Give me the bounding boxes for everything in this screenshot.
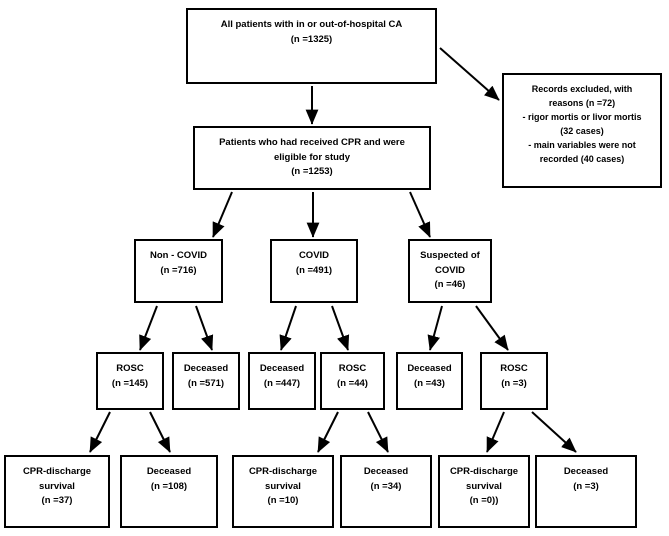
edge-rosc3-to-survival0 bbox=[486, 411, 505, 453]
deceased-suspected-box-label: Deceased (n =43) bbox=[407, 363, 452, 389]
rosc-suspected-box-label: ROSC (n =3) bbox=[500, 363, 528, 389]
cpr-discharge-survival-non-covid-box: CPR-discharge survival (n =37) bbox=[4, 455, 110, 528]
covid-box-label: COVID (n =491) bbox=[295, 250, 333, 276]
deceased-non-covid-box-label: Deceased (n =571) bbox=[183, 363, 229, 389]
cpr-discharge-survival-non-covid-box-label: CPR-discharge survival (n =37) bbox=[22, 466, 92, 507]
records-excluded-box-label: Records excluded, with reasons (n =72) -… bbox=[522, 84, 642, 164]
edge-rosc145-to-survival37 bbox=[89, 411, 111, 453]
edge-non-covid-to-deceased bbox=[195, 305, 214, 351]
records-excluded-box: Records excluded, with reasons (n =72) -… bbox=[502, 73, 662, 188]
deceased-post-rosc-suspected-box-label: Deceased (n =3) bbox=[563, 466, 609, 492]
deceased-covid-box: Deceased (n =447) bbox=[248, 352, 316, 410]
edge-non-covid-to-rosc bbox=[139, 305, 158, 351]
edge-suspected-to-rosc bbox=[475, 305, 509, 351]
edge-rosc3-to-deceased3 bbox=[531, 411, 577, 453]
edge-group bbox=[89, 47, 577, 453]
suspected-covid-box-label: Suspected of COVID (n =46) bbox=[420, 250, 480, 291]
edge-rosc145-to-deceased108 bbox=[149, 411, 171, 453]
deceased-post-rosc-non-covid-box-label: Deceased (n =108) bbox=[146, 466, 192, 492]
cpr-discharge-survival-suspected-box-label: CPR-discharge survival (n =0)) bbox=[449, 466, 519, 507]
covid-box: COVID (n =491) bbox=[270, 239, 358, 303]
edge-eligible-to-suspected bbox=[409, 191, 431, 238]
rosc-covid-box: ROSC (n =44) bbox=[320, 352, 385, 410]
edge-covid-to-rosc bbox=[331, 305, 350, 351]
non-covid-box: Non - COVID (n =716) bbox=[134, 239, 223, 303]
cpr-discharge-survival-covid-box: CPR-discharge survival (n =10) bbox=[232, 455, 334, 528]
deceased-post-rosc-suspected-box: Deceased (n =3) bbox=[535, 455, 637, 528]
all-patients-box: All patients with in or out-of-hospital … bbox=[186, 8, 437, 84]
edge-eligible-to-non-covid bbox=[212, 191, 233, 238]
cpr-discharge-survival-suspected-box: CPR-discharge survival (n =0)) bbox=[438, 455, 530, 528]
deceased-suspected-box: Deceased (n =43) bbox=[396, 352, 463, 410]
deceased-post-rosc-covid-box: Deceased (n =34) bbox=[340, 455, 432, 528]
suspected-covid-box: Suspected of COVID (n =46) bbox=[408, 239, 492, 303]
cpr-discharge-survival-covid-box-label: CPR-discharge survival (n =10) bbox=[248, 466, 318, 507]
rosc-suspected-box: ROSC (n =3) bbox=[480, 352, 548, 410]
eligible-patients-box: Patients who had received CPR and were e… bbox=[193, 126, 431, 190]
rosc-non-covid-box-label: ROSC (n =145) bbox=[111, 363, 149, 389]
non-covid-box-label: Non - COVID (n =716) bbox=[150, 250, 207, 276]
edge-covid-to-deceased bbox=[279, 305, 297, 351]
edge-all-to-excluded bbox=[439, 47, 500, 101]
edge-suspected-to-deceased bbox=[427, 305, 443, 351]
edge-rosc44-to-deceased34 bbox=[367, 411, 389, 453]
deceased-post-rosc-covid-box-label: Deceased (n =34) bbox=[363, 466, 409, 492]
rosc-covid-box-label: ROSC (n =44) bbox=[337, 363, 368, 389]
deceased-covid-box-label: Deceased (n =447) bbox=[259, 363, 305, 389]
deceased-post-rosc-non-covid-box: Deceased (n =108) bbox=[120, 455, 218, 528]
eligible-patients-box-label: Patients who had received CPR and were e… bbox=[219, 136, 405, 178]
deceased-non-covid-box: Deceased (n =571) bbox=[172, 352, 240, 410]
rosc-non-covid-box: ROSC (n =145) bbox=[96, 352, 164, 410]
all-patients-box-label: All patients with in or out-of-hospital … bbox=[220, 19, 403, 45]
edge-rosc44-to-survival10 bbox=[317, 411, 339, 453]
